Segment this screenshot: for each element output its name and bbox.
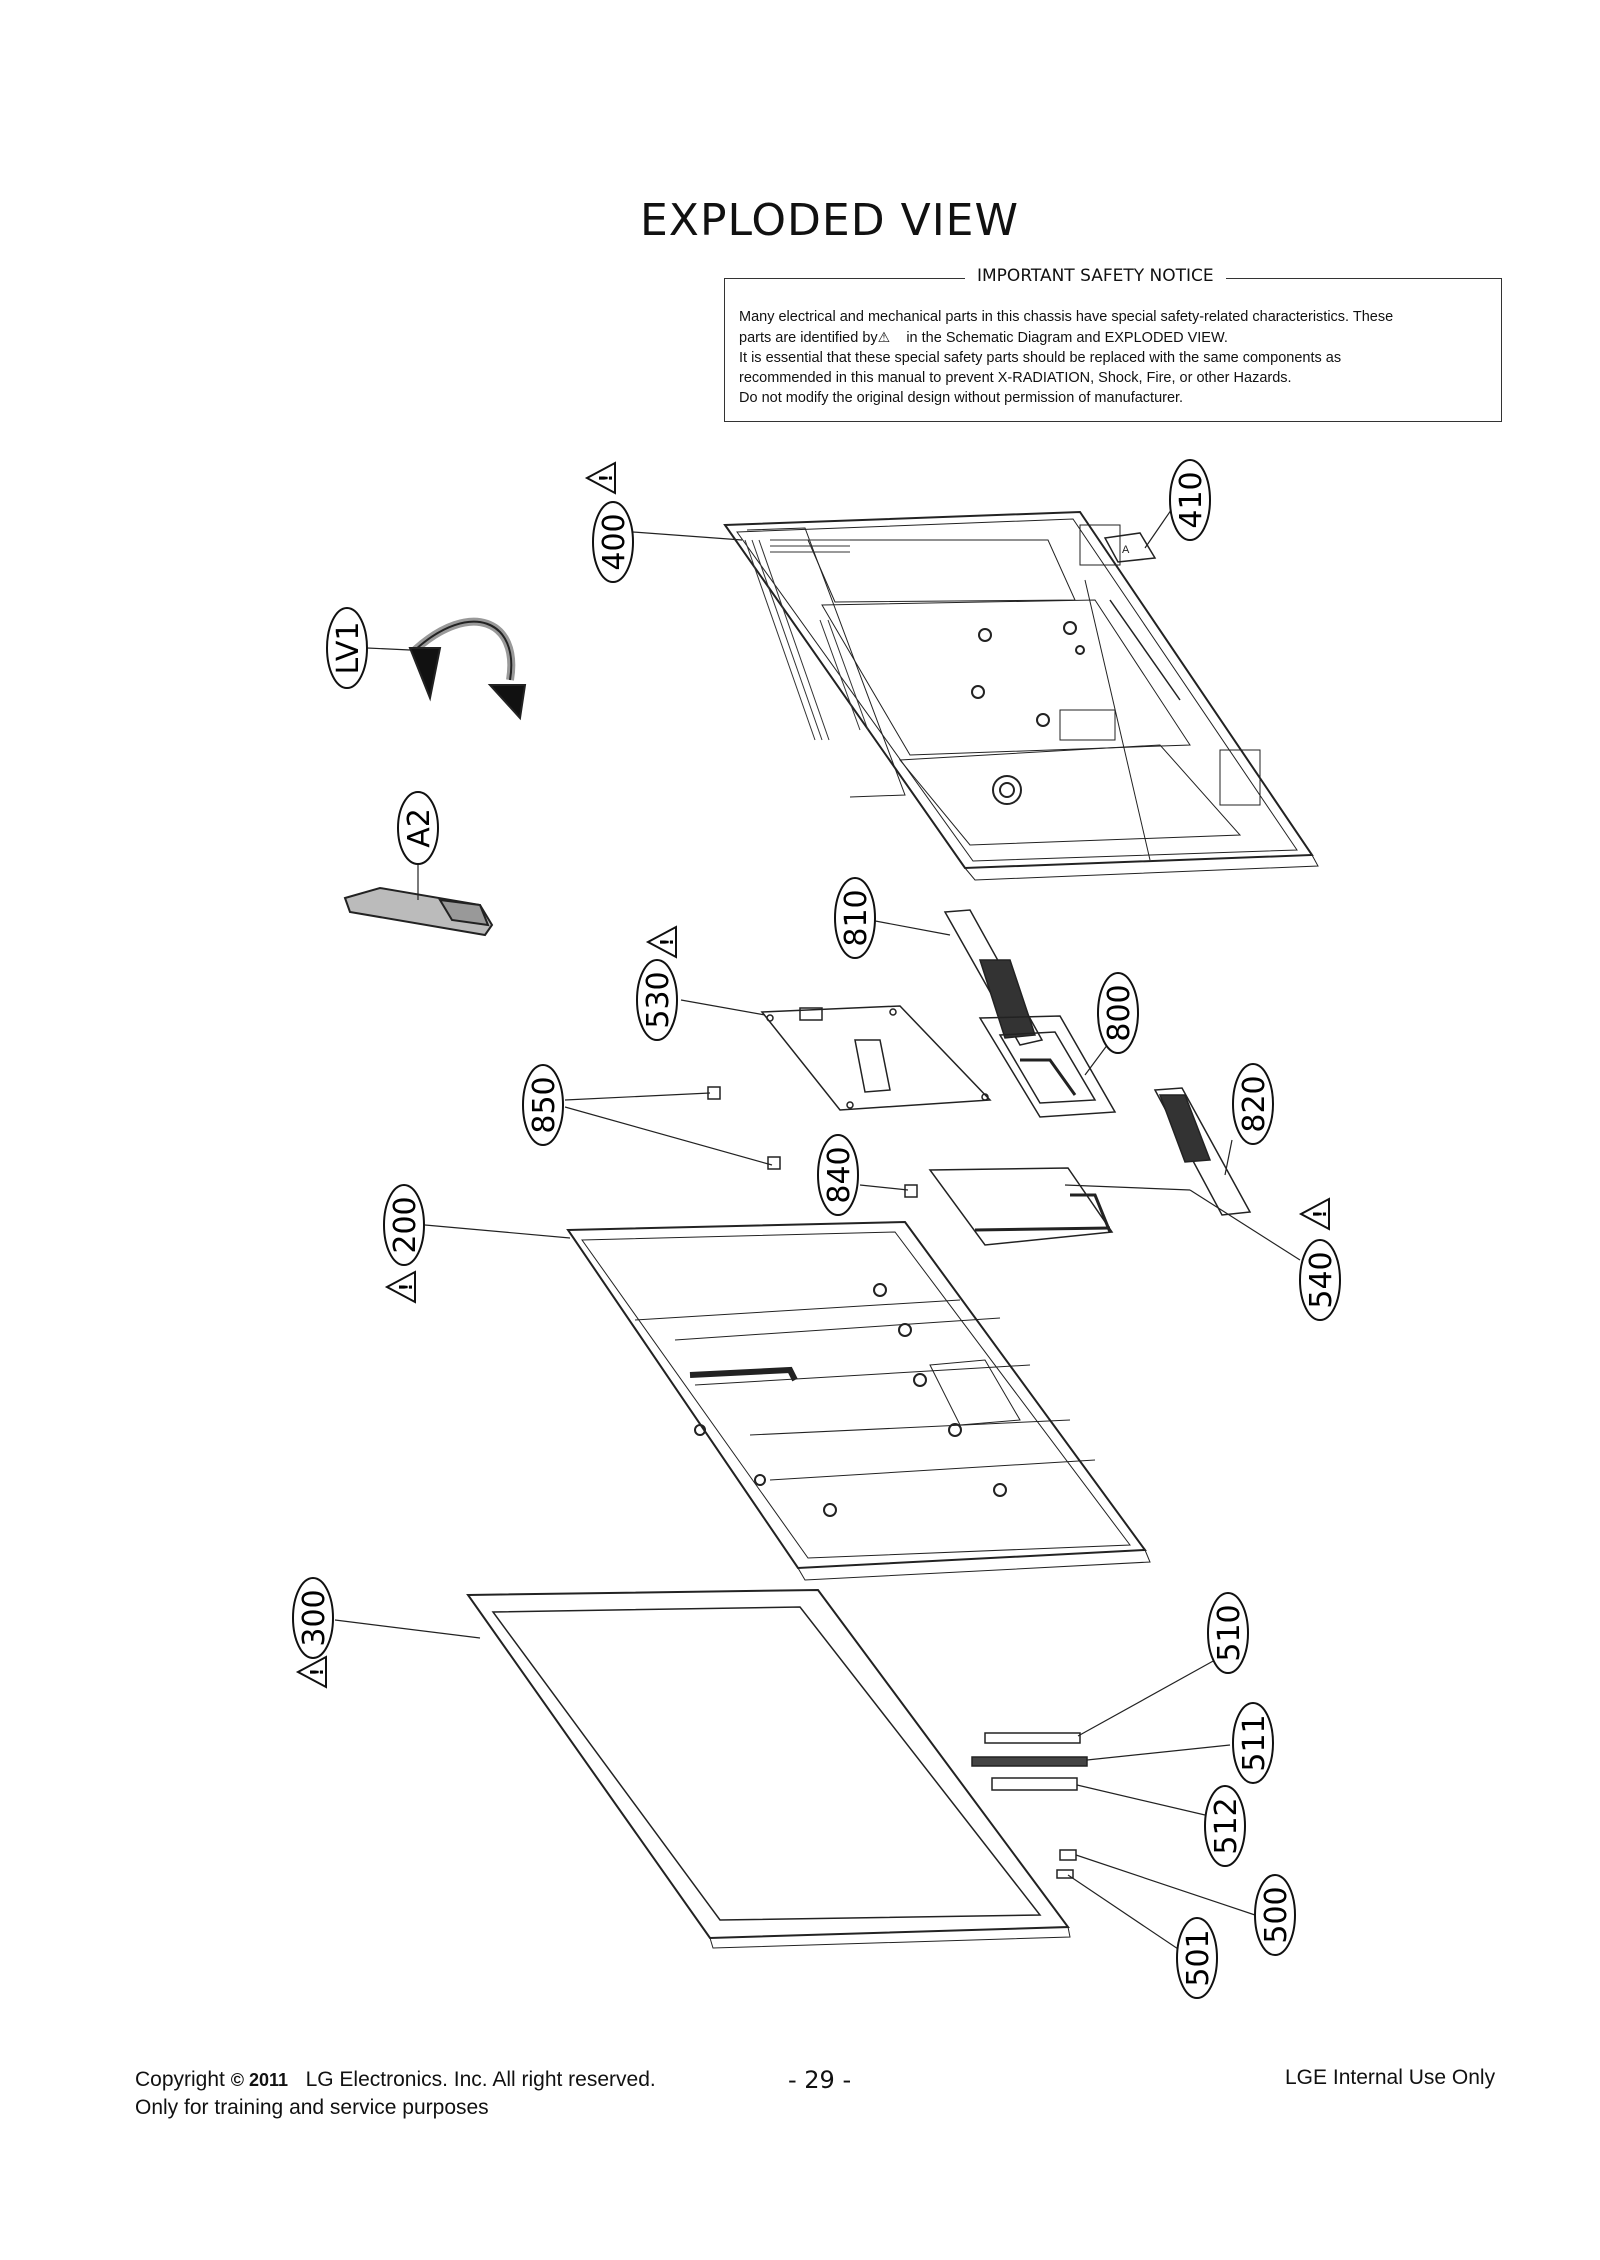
footer-purpose: Only for training and service purposes	[135, 2096, 489, 2119]
callout-512: 512	[1204, 1785, 1246, 1867]
safety-notice-heading: IMPORTANT SAFETY NOTICE	[965, 266, 1226, 286]
warning-icon-540	[1300, 1198, 1332, 1230]
copyright-prefix: Copyright	[135, 2068, 225, 2091]
svg-text:A: A	[1122, 544, 1130, 556]
callout-512-label: 512	[1209, 1797, 1244, 1854]
part-300-front-bezel	[466, 1588, 1071, 1949]
callout-540-label: 540	[1304, 1251, 1339, 1308]
part-810-board	[943, 909, 1044, 1046]
callout-200-label: 200	[388, 1196, 423, 1253]
callout-a2: A2	[397, 791, 439, 865]
copyright-year: © 2011	[230, 2070, 289, 2090]
callout-510: 510	[1207, 1592, 1249, 1674]
part-200-chassis-frame	[566, 1220, 1151, 1581]
callout-500-label: 500	[1259, 1886, 1294, 1943]
callout-511: 511	[1232, 1702, 1274, 1784]
callout-300: 300	[292, 1577, 334, 1659]
page-title: EXPLODED VIEW	[640, 195, 1019, 246]
part-840-bracket	[904, 1184, 918, 1198]
callout-410-label: 410	[1174, 471, 1209, 528]
notice-line-1: Many electrical and mechanical parts in …	[739, 309, 1394, 325]
notice-line-4: recommended in this manual to prevent X-…	[739, 370, 1292, 386]
callout-840-label: 840	[822, 1146, 857, 1203]
warning-icon-400	[586, 462, 618, 494]
copyright-company: LG Electronics. Inc. All right reserved.	[305, 2068, 656, 2091]
callout-lv1-label: LV1	[331, 621, 366, 674]
callout-540: 540	[1299, 1239, 1341, 1321]
notice-line-2: parts are identified by⚠ in the Schemati…	[739, 327, 1529, 348]
callout-501: 501	[1176, 1917, 1218, 1999]
callout-810-label: 810	[839, 889, 874, 946]
callout-810: 810	[834, 877, 876, 959]
leader-lines	[334, 499, 1301, 1956]
callout-510-label: 510	[1212, 1604, 1247, 1661]
warning-icon-530	[647, 926, 679, 958]
callout-300-label: 300	[297, 1589, 332, 1646]
safety-notice-box: IMPORTANT SAFETY NOTICE Many electrical …	[724, 266, 1502, 422]
page-number: - 29 -	[788, 2066, 852, 2094]
part-540-board	[928, 1167, 1114, 1246]
part-512-key-plate	[991, 1777, 1078, 1791]
notice-line-2a: parts are identified by	[739, 330, 878, 346]
callout-800: 800	[1097, 972, 1139, 1054]
callout-501-label: 501	[1181, 1929, 1216, 1986]
warning-icon-200	[386, 1271, 418, 1303]
warning-icon-300	[297, 1656, 329, 1688]
callout-530: 530	[636, 959, 678, 1041]
part-lv1-cable	[408, 617, 527, 721]
warning-triangle-icon: ⚠	[877, 329, 891, 345]
callout-500: 500	[1254, 1874, 1296, 1956]
safety-notice-body: Many electrical and mechanical parts in …	[739, 307, 1529, 408]
notice-line-3: It is essential that these special safet…	[739, 350, 1342, 366]
callout-840: 840	[817, 1134, 859, 1216]
callout-400: 400	[592, 501, 634, 583]
notice-line-5: Do not modify the original design withou…	[739, 390, 1184, 406]
part-530-main-board	[760, 1005, 992, 1111]
part-410-label-plate: A	[1103, 532, 1157, 563]
callout-200: 200	[383, 1184, 425, 1266]
part-a2-remote	[343, 886, 494, 937]
part-400-back-cover	[723, 510, 1319, 881]
part-500-ir-board	[1059, 1849, 1077, 1861]
part-510-key-board	[984, 1732, 1081, 1744]
callout-a2-label: A2	[402, 808, 437, 848]
callout-800-label: 800	[1102, 984, 1137, 1041]
callout-lv1: LV1	[326, 607, 368, 689]
part-501-ir-bracket	[1056, 1869, 1074, 1879]
part-820-board	[1153, 1087, 1252, 1216]
callout-820: 820	[1232, 1063, 1274, 1145]
callout-530-label: 530	[641, 971, 676, 1028]
footer-copyright: Copyright © 2011 LG Electronics. Inc. Al…	[135, 2066, 656, 2121]
callout-410: 410	[1169, 459, 1211, 541]
footer-internal-use: LGE Internal Use Only	[1285, 2066, 1496, 2089]
notice-line-2b: in the Schematic Diagram and EXPLODED VI…	[906, 330, 1228, 346]
part-800-shield-bracket	[978, 1015, 1117, 1118]
callout-850-label: 850	[527, 1076, 562, 1133]
callout-400-label: 400	[597, 513, 632, 570]
callout-511-label: 511	[1237, 1714, 1272, 1771]
part-511-key-bracket	[971, 1756, 1088, 1767]
callout-820-label: 820	[1237, 1075, 1272, 1132]
callout-850: 850	[522, 1064, 564, 1146]
